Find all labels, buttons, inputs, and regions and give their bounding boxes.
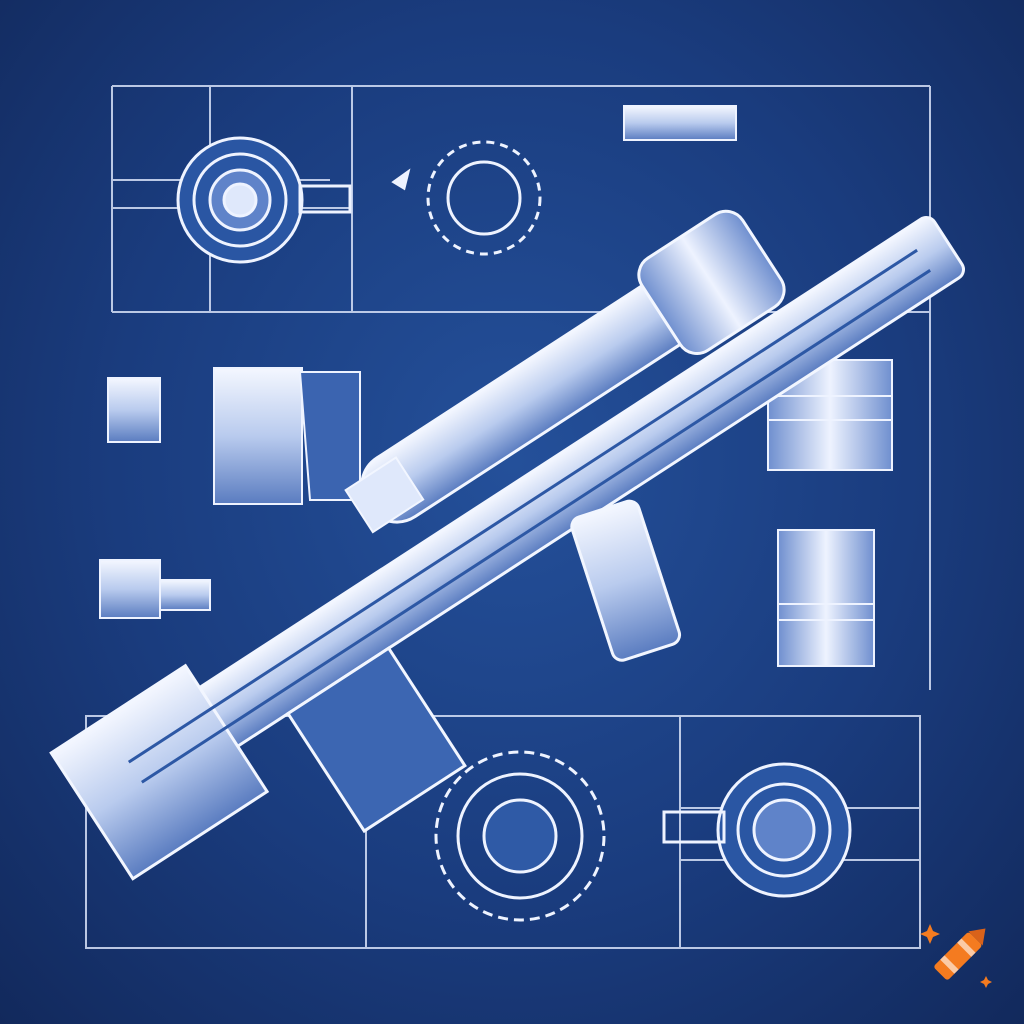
right-canisters bbox=[767, 359, 893, 667]
rifle-illustration bbox=[49, 209, 965, 881]
gear-part-top-left bbox=[176, 136, 352, 264]
label-plate bbox=[623, 105, 737, 141]
left-parts bbox=[99, 367, 361, 619]
gear-outline-top bbox=[391, 140, 542, 256]
gear-part-bottom-center bbox=[434, 750, 606, 922]
gear-part-bottom-right bbox=[662, 762, 852, 898]
crayon-icon bbox=[920, 924, 992, 988]
